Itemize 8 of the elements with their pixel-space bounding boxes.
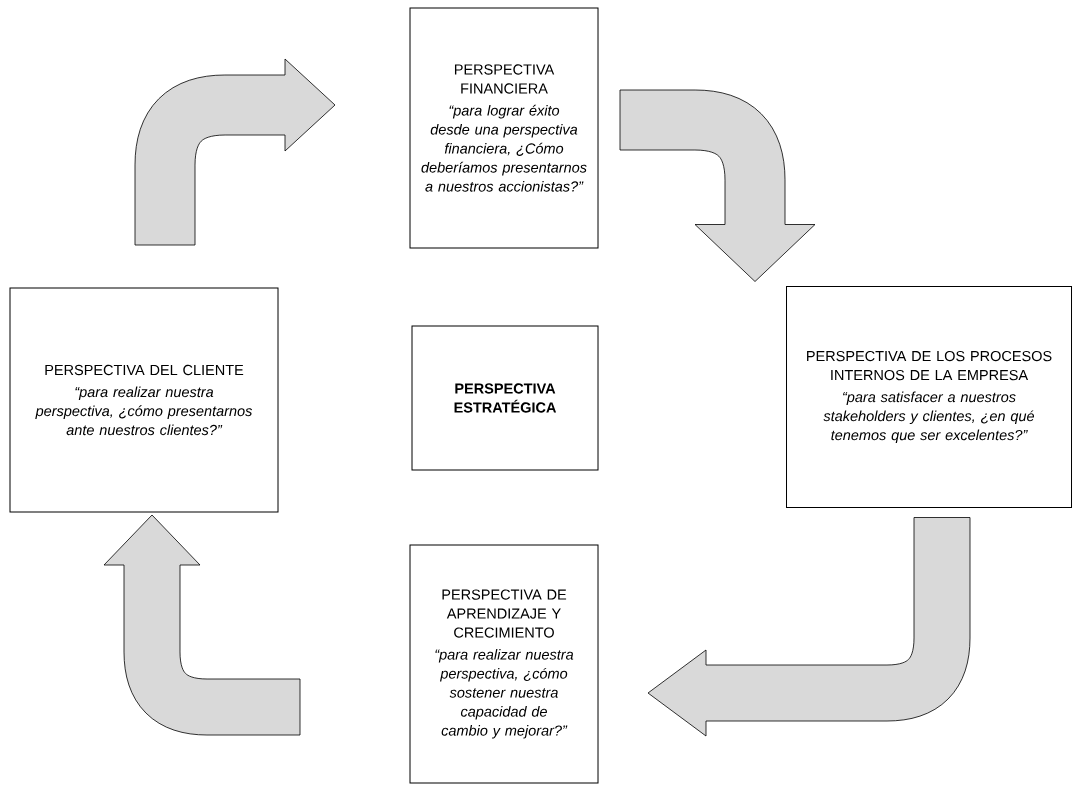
perspective-box: PERSPECTIVA DEL CLIENTE “para realizar nuestra perspectiva, ¿cómo presentarnos ante nuestros clientes?” bbox=[9, 287, 279, 513]
perspective-box: PERSPECTIVA ESTRATÉGICA bbox=[411, 325, 599, 471]
block-arrow bbox=[647, 517, 971, 737]
block-arrow bbox=[619, 89, 816, 282]
perspective-box: PERSPECTIVA DE LOS PROCESOS INTERNOS DE LA EMPRESA “para satisfacer a nuestros stakeholders y clientes, ¿en qué tenemos que ser excelentes?” bbox=[786, 286, 1072, 508]
block-arrow bbox=[134, 58, 336, 246]
perspective-box: PERSPECTIVA DE APRENDIZAJE Y CRECIMIENTO “para realizar nuestra perspectiva, ¿cómo sostener nuestra capacidad de cambio y mejorar?” bbox=[409, 544, 599, 784]
perspective-box: PERSPECTIVA FINANCIERA “para lograr éxito desde una perspectiva financiera, ¿Cómo deberíamos presentarnos a nuestros accionistas?” bbox=[409, 7, 599, 249]
